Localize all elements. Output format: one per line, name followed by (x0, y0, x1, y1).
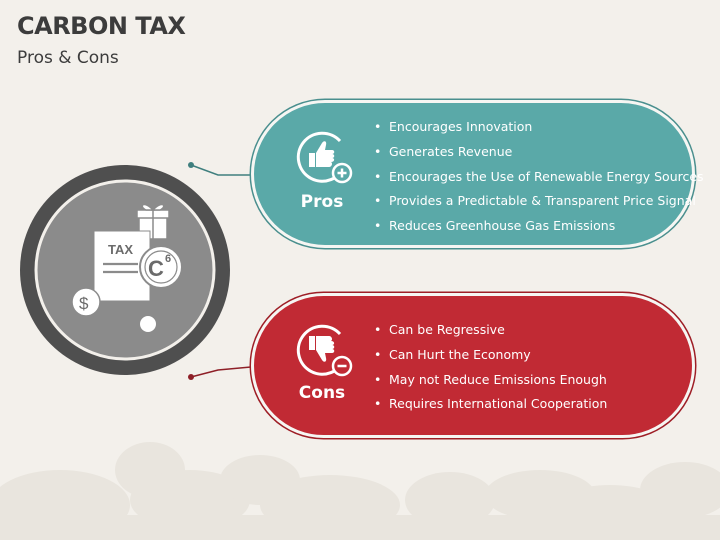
list-item: Can be Regressive (374, 320, 607, 345)
carbon-superscript: 6 (165, 253, 171, 265)
list-item: Encourages Innovation (374, 117, 704, 142)
list-item: Can Hurt the Economy (374, 345, 607, 370)
pros-panel: Pros Encourages Innovation Generates Rev… (251, 100, 704, 248)
small-dot (140, 316, 156, 332)
dollar-symbol: $ (79, 294, 89, 313)
pros-list: Encourages Innovation Generates Revenue … (374, 117, 704, 241)
thumbs-down-minus-icon (296, 324, 353, 377)
list-item: Requires International Cooperation (374, 394, 607, 419)
cons-panel: Cons Can be Regressive Can Hurt the Econ… (251, 293, 695, 438)
list-item: Generates Revenue (374, 142, 704, 167)
list-item: Reduces Greenhouse Gas Emissions (374, 216, 704, 241)
page-title: CARBON TAX (17, 12, 186, 40)
list-item: Provides a Predictable & Transparent Pri… (374, 191, 704, 216)
cons-list: Can be Regressive Can Hurt the Economy M… (374, 320, 607, 419)
pros-label: Pros (300, 192, 344, 212)
list-item: May not Reduce Emissions Enough (374, 370, 607, 395)
tax-label: TAX (108, 242, 133, 257)
page-subtitle: Pros & Cons (17, 48, 119, 68)
carbon-coin-icon: C 6 (139, 245, 183, 289)
carbon-label: C (148, 256, 164, 281)
dollar-coin-icon: $ (71, 287, 101, 317)
cons-label: Cons (298, 383, 346, 403)
gift-icon (136, 203, 170, 240)
list-item: Encourages the Use of Renewable Energy S… (374, 167, 704, 192)
thumbs-up-plus-icon (296, 131, 353, 184)
